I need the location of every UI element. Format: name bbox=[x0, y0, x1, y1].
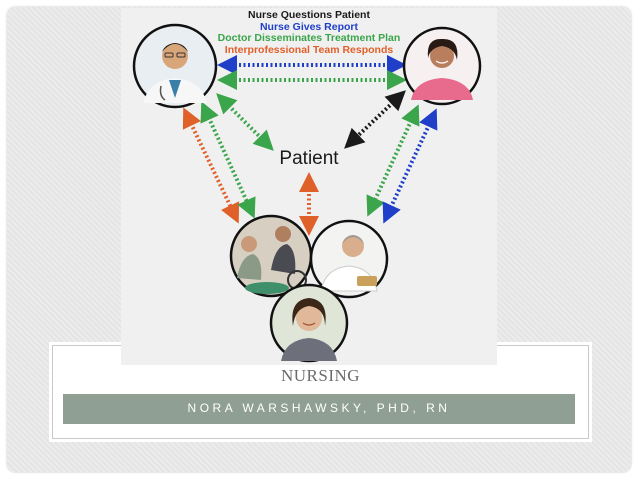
woman-photo bbox=[269, 283, 349, 363]
diagram-legend: Nurse Questions Patient Nurse Gives Repo… bbox=[121, 9, 497, 56]
diagram-panel: Nurse Questions Patient Nurse Gives Repo… bbox=[121, 8, 497, 365]
therapy-team-photo bbox=[229, 214, 313, 298]
patient-label: Patient bbox=[279, 148, 339, 169]
nurse-photo bbox=[402, 26, 482, 106]
doctor-photo bbox=[132, 23, 218, 109]
arrow-black-nurse-patient bbox=[344, 90, 406, 149]
subtitle-bar bbox=[63, 394, 575, 424]
legend-item-blue: Nurse Gives Report bbox=[259, 20, 359, 33]
legend-item-black: Nurse Questions Patient bbox=[248, 9, 370, 21]
arrow-blue-nurse-pharmacist bbox=[382, 108, 438, 224]
arrow-green-doctor-therapy bbox=[200, 101, 256, 219]
slide-title: NURSING bbox=[280, 366, 361, 385]
pharmacist-photo bbox=[309, 219, 389, 299]
legend-item-green: Doctor Disseminates Treatment Plan bbox=[217, 32, 401, 44]
arrow-green-doctor-patient bbox=[216, 93, 274, 151]
communication-diagram bbox=[132, 23, 482, 363]
legend-item-orange: Interprofessional Team Responds bbox=[224, 43, 394, 56]
slide-subtitle: NORA WARSHAWSKY, PHD, RN bbox=[187, 401, 451, 415]
